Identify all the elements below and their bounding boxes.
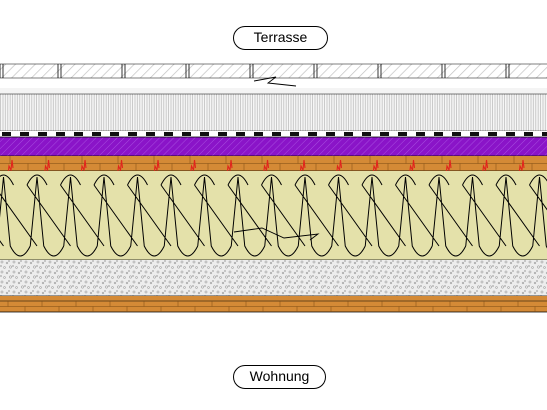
- lower-timber-boarding-layer: [0, 296, 547, 313]
- break-line-symbol-insulation: [233, 227, 320, 241]
- insulation-zigzag-symbol: [0, 174, 547, 257]
- paving-slab-layer: [0, 63, 547, 87]
- terrace-label: Terrasse: [233, 26, 328, 50]
- gravel-fill-layer: [0, 260, 547, 297]
- bedding-layer: [0, 88, 547, 132]
- protection-mat-layer: [0, 131, 547, 137]
- apartment-label: Wohnung: [233, 365, 326, 389]
- break-line-symbol-top: [253, 76, 297, 87]
- insulation-layer: [0, 171, 547, 261]
- waterproofing-membrane-layer: [0, 136, 547, 157]
